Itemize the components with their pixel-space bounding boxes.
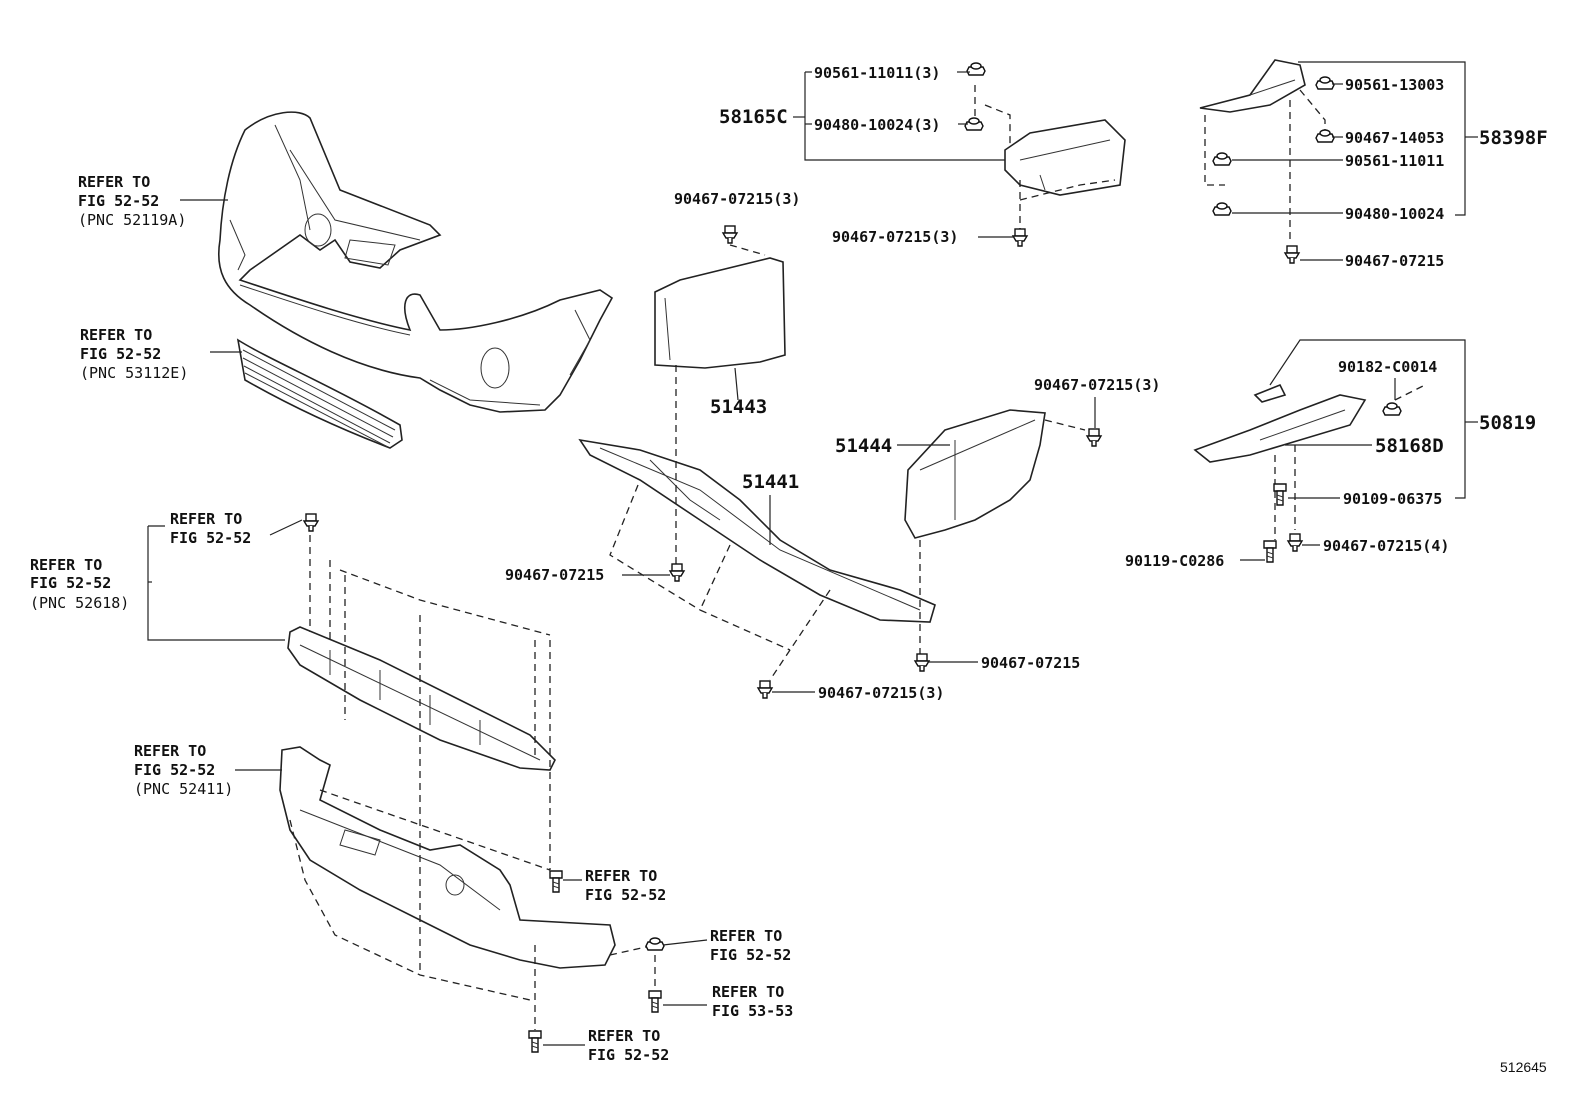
callout-90467-07215-right: 90467-07215 — [1345, 252, 1444, 270]
reference-fig-52-52-absorber-clip: REFER TO FIG 52-52 — [170, 510, 251, 547]
part-58165C-bracket — [1004, 119, 1126, 196]
svg-text:(PNC 52411): (PNC 52411) — [134, 780, 233, 798]
svg-text:FIG 53-53: FIG 53-53 — [712, 1002, 793, 1020]
part-50819-assembly — [1193, 383, 1367, 463]
reference-53112E: REFER TO FIG 52-52 (PNC 53112E) — [80, 326, 188, 382]
callout-50819: 50819 — [1479, 412, 1536, 434]
part-51444-shield — [904, 409, 1046, 539]
svg-text:FIG 52-52: FIG 52-52 — [78, 192, 159, 210]
svg-text:FIG 52-52: FIG 52-52 — [588, 1046, 669, 1064]
callout-90182-C0014: 90182-C0014 — [1338, 358, 1437, 376]
assembly-lines — [289, 85, 1426, 1030]
svg-text:FIG 52-52: FIG 52-52 — [710, 946, 791, 964]
svg-text:FIG 52-52: FIG 52-52 — [80, 345, 161, 363]
callout-90480-10024: 90480-10024 — [1345, 205, 1444, 223]
svg-text:REFER TO: REFER TO — [712, 983, 784, 1001]
svg-text:REFER TO: REFER TO — [710, 927, 782, 945]
callout-90467-14053: 90467-14053 — [1345, 129, 1444, 147]
callout-90119-C0286: 90119-C0286 — [1125, 552, 1224, 570]
svg-text:(PNC 53112E): (PNC 53112E) — [80, 364, 188, 382]
callout-90467-07215-4: 90467-07215(4) — [1323, 537, 1449, 555]
callout-90480-10024-3: 90480-10024(3) — [814, 116, 940, 134]
reference-fig-53-53: REFER TO FIG 53-53 — [712, 983, 793, 1020]
leader-lines — [147, 61, 1478, 1046]
part-51443-shield — [654, 257, 786, 369]
callout-90561-11011-3: 90561-11011(3) — [814, 64, 940, 82]
callout-58165C: 58165C — [719, 106, 788, 128]
callout-90467-07215-3-lower: 90467-07215(3) — [818, 684, 944, 702]
refer-to-labels: REFER TO FIG 52-52 (PNC 52119A) REFER TO… — [30, 173, 793, 1064]
lower-grille — [236, 338, 403, 449]
callout-51444: 51444 — [835, 435, 892, 457]
reference-52618: REFER TO FIG 52-52 (PNC 52618) — [30, 556, 129, 612]
callout-58168D: 58168D — [1375, 435, 1444, 457]
svg-text:(PNC 52119A): (PNC 52119A) — [78, 211, 186, 229]
svg-text:REFER TO: REFER TO — [134, 742, 206, 760]
svg-text:FIG 52-52: FIG 52-52 — [30, 574, 111, 592]
svg-text:REFER TO: REFER TO — [78, 173, 150, 191]
svg-text:FIG 52-52: FIG 52-52 — [585, 886, 666, 904]
reference-fig-52-52-bottom-bolt: REFER TO FIG 52-52 — [588, 1027, 669, 1064]
callout-90467-07215-beam: 90467-07215 — [505, 566, 604, 584]
svg-text:REFER TO: REFER TO — [588, 1027, 660, 1045]
callout-90467-07215-lower: 90467-07215 — [981, 654, 1080, 672]
svg-text:FIG 52-52: FIG 52-52 — [170, 529, 251, 547]
svg-text:REFER TO: REFER TO — [80, 326, 152, 344]
callout-90467-07215-3-mid: 90467-07215(3) — [1034, 376, 1160, 394]
part-51441-beam — [578, 438, 936, 623]
lower-bumper-cover — [279, 746, 616, 969]
callout-90561-13003: 90561-13003 — [1345, 76, 1444, 94]
callout-58398F: 58398F — [1479, 127, 1548, 149]
callout-90109-06375: 90109-06375 — [1343, 490, 1442, 508]
svg-text:FIG 52-52: FIG 52-52 — [134, 761, 215, 779]
svg-text:(PNC 52618): (PNC 52618) — [30, 594, 129, 612]
callout-90561-11011: 90561-11011 — [1345, 152, 1444, 170]
svg-text:REFER TO: REFER TO — [30, 556, 102, 574]
svg-text:REFER TO: REFER TO — [170, 510, 242, 528]
callout-51441: 51441 — [742, 471, 799, 493]
callout-90467-07215-3-top: 90467-07215(3) — [832, 228, 958, 246]
callout-labels: 58165C 90561-11011(3) 90480-10024(3) 904… — [505, 64, 1548, 702]
reference-52119A: REFER TO FIG 52-52 (PNC 52119A) — [78, 173, 186, 229]
part-58398F-bracket — [1199, 59, 1306, 113]
front-bumper-cover — [218, 111, 614, 413]
energy-absorber — [287, 626, 556, 771]
svg-text:REFER TO: REFER TO — [585, 867, 657, 885]
callout-51443: 51443 — [710, 396, 767, 418]
diagram-code: 512645 — [1500, 1059, 1547, 1075]
callout-90467-07215-3-shield: 90467-07215(3) — [674, 190, 800, 208]
reference-fig-52-52-nut: REFER TO FIG 52-52 — [710, 927, 791, 964]
reference-fig-52-52-bolt: REFER TO FIG 52-52 — [585, 867, 666, 904]
reference-52411: REFER TO FIG 52-52 (PNC 52411) — [134, 742, 233, 798]
